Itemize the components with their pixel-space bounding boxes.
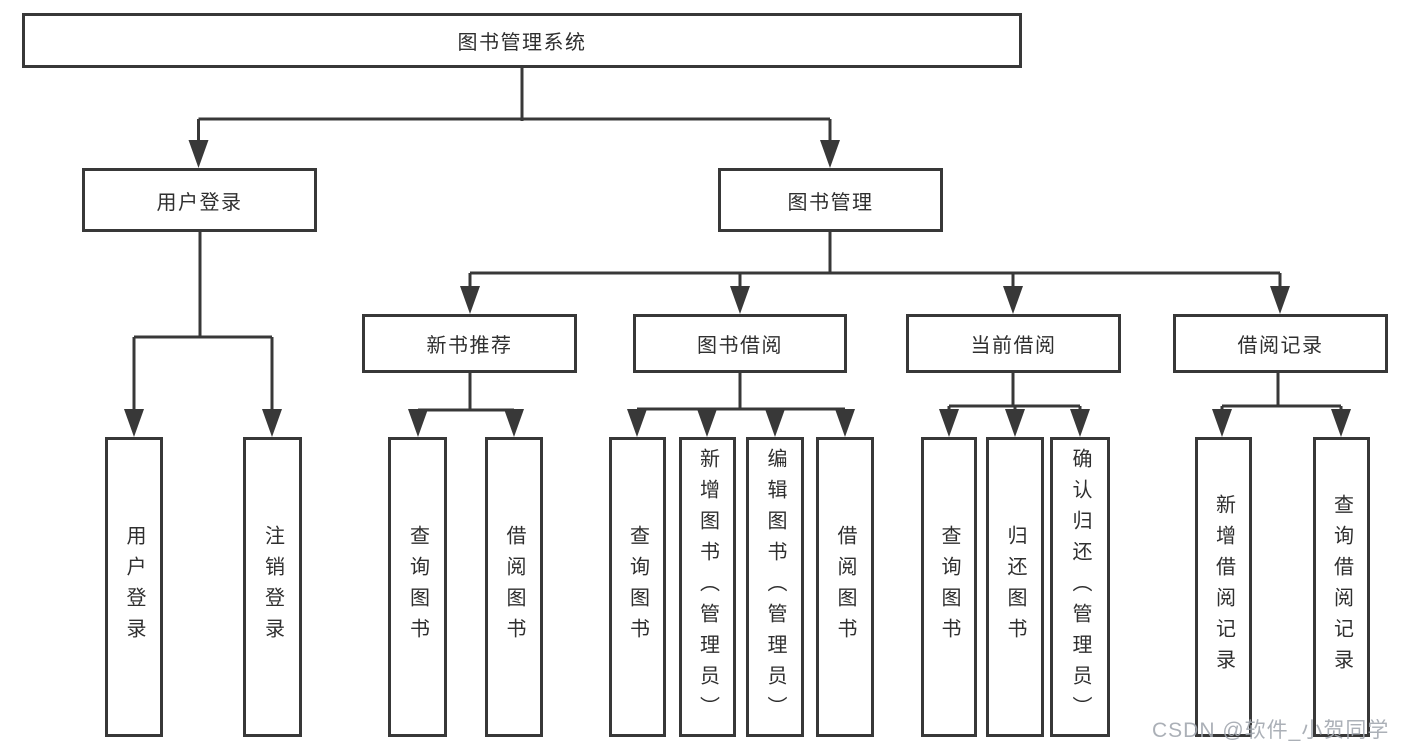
node-book-borrow-label: 图书借阅 [697, 335, 783, 357]
leaf-current-query-books: 查询图书 [921, 437, 977, 737]
leaf-logout-label: 注销登录 [261, 525, 284, 649]
leaf-borrow-edit-books-admin: 编辑图书（管理员） [746, 437, 804, 737]
leaf-current-confirm-return-admin-label: 确认归还（管理员） [1069, 447, 1091, 727]
leaf-current-return-books-label: 归还图书 [1004, 525, 1026, 649]
node-current-borrow-label: 当前借阅 [970, 335, 1057, 357]
leaf-records-add-record: 新增借阅记录 [1195, 437, 1252, 737]
leaf-borrow-add-books-admin: 新增图书（管理员） [679, 437, 736, 737]
leaf-records-query-record-label: 查询借阅记录 [1330, 494, 1353, 680]
node-new-book-recommend: 新书推荐 [362, 314, 577, 373]
leaf-recommend-query-books-label: 查询图书 [406, 525, 429, 649]
leaf-borrow-borrow-books: 借阅图书 [816, 437, 874, 737]
leaf-logout: 注销登录 [243, 437, 302, 737]
node-book-borrow: 图书借阅 [633, 314, 847, 373]
leaf-user-login-label: 用户登录 [123, 525, 145, 649]
leaf-current-confirm-return-admin: 确认归还（管理员） [1050, 437, 1110, 737]
leaf-recommend-borrow-books-label: 借阅图书 [503, 525, 525, 649]
leaf-borrow-edit-books-admin-label: 编辑图书（管理员） [764, 447, 786, 727]
leaf-borrow-query-books-label: 查询图书 [626, 525, 649, 649]
node-user-login: 用户登录 [82, 168, 317, 232]
leaf-recommend-query-books: 查询图书 [388, 437, 447, 737]
leaf-records-query-record: 查询借阅记录 [1313, 437, 1370, 737]
leaf-borrow-add-books-admin-label: 新增图书（管理员） [696, 447, 719, 727]
node-book-management: 图书管理 [718, 168, 943, 232]
node-current-borrow: 当前借阅 [906, 314, 1121, 373]
leaf-current-query-books-label: 查询图书 [938, 525, 960, 649]
node-borrow-records-label: 借阅记录 [1237, 335, 1324, 357]
leaf-borrow-query-books: 查询图书 [609, 437, 666, 737]
node-user-login-label: 用户登录 [156, 191, 243, 214]
leaf-borrow-borrow-books-label: 借阅图书 [834, 525, 856, 649]
leaf-current-return-books: 归还图书 [986, 437, 1044, 737]
node-book-management-label: 图书管理 [787, 191, 874, 214]
node-system-root-label: 图书管理系统 [457, 32, 587, 54]
node-system-root: 图书管理系统 [22, 13, 1022, 68]
watermark: CSDN @软件_小贺同学 [1152, 719, 1390, 742]
node-new-book-recommend-label: 新书推荐 [426, 335, 513, 357]
leaf-recommend-borrow-books: 借阅图书 [485, 437, 543, 737]
leaf-records-add-record-label: 新增借阅记录 [1212, 494, 1235, 680]
node-borrow-records: 借阅记录 [1173, 314, 1388, 373]
leaf-user-login: 用户登录 [105, 437, 163, 737]
